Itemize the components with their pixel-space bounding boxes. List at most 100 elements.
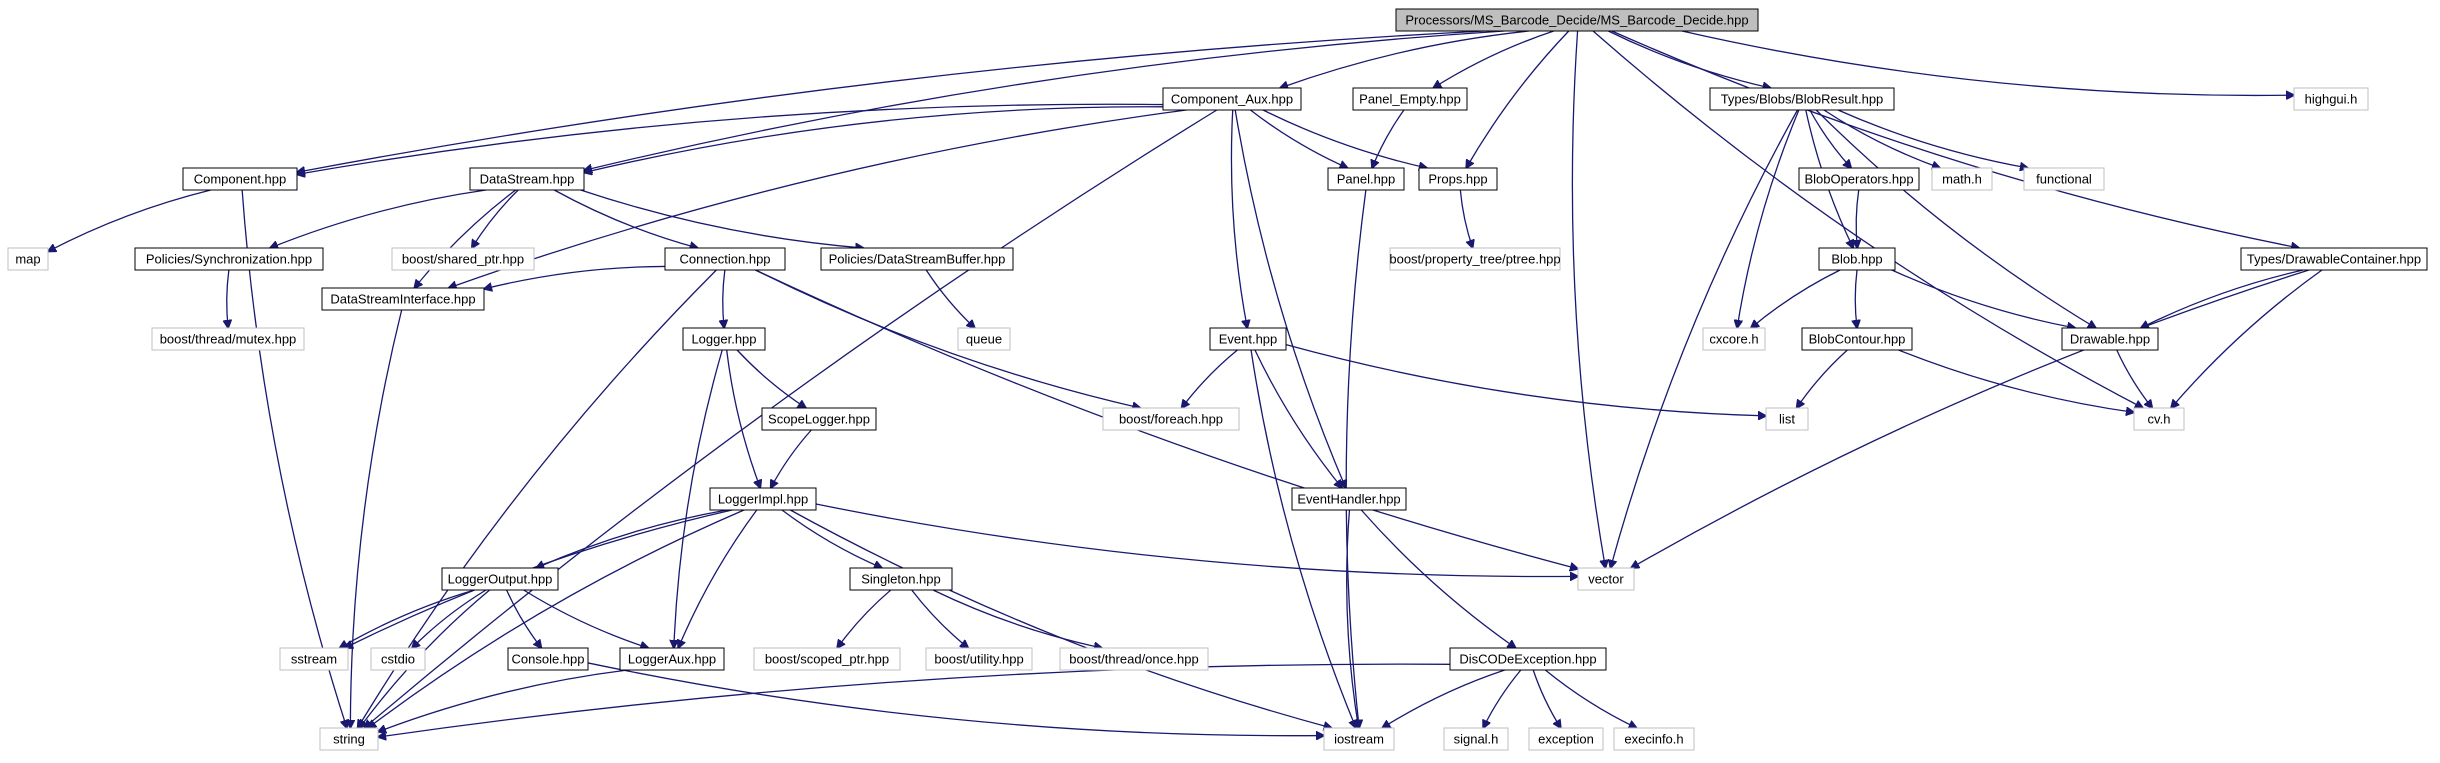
node-box-signal [1443, 727, 1509, 751]
node-label-utility: boost/utility.hpp [934, 652, 1023, 667]
node-label-exception: exception [1538, 732, 1594, 747]
node-box-iostream [1323, 727, 1395, 751]
edge-synchronization-to-mutex [227, 269, 229, 328]
node-scopelogger[interactable]: ScopeLogger.hpp [761, 407, 877, 431]
edge-loggerimpl-to-string [368, 509, 745, 728]
node-box-blobresult [1709, 87, 1895, 111]
node-box-cxcore [1702, 327, 1766, 351]
node-loggeroutput[interactable]: LoggerOutput.hpp [441, 567, 559, 591]
node-component[interactable]: Component.hpp [182, 167, 298, 191]
node-label-iostream: iostream [1334, 732, 1384, 747]
edge-discode-to-signal [1483, 669, 1522, 728]
node-box-bloboperators [1798, 167, 1920, 191]
node-discode[interactable]: DisCODeException.hpp [1449, 647, 1607, 671]
edge-blobcontour-to-cvh [1898, 349, 2134, 412]
node-box-singleton [849, 567, 953, 591]
edge-blobresult-to-functional [1837, 109, 2028, 168]
edge-console-to-iostream [587, 662, 1324, 736]
node-label-bloboperators: BlobOperators.hpp [1804, 172, 1913, 187]
node-label-cxcore: cxcore.h [1709, 332, 1758, 347]
node-root[interactable]: Processors/MS_Barcode_Decide/MS_Barcode_… [1395, 8, 1759, 32]
node-label-foreach: boost/foreach.hpp [1119, 412, 1223, 427]
edge-scopelogger-to-loggerimpl [771, 429, 812, 488]
node-mathh: math.h [1931, 167, 1993, 191]
node-event[interactable]: Event.hpp [1209, 327, 1287, 351]
node-box-utility [925, 647, 1033, 671]
node-component_aux[interactable]: Component_Aux.hpp [1162, 87, 1302, 111]
node-box-string [319, 727, 379, 751]
node-loggeraux[interactable]: LoggerAux.hpp [619, 647, 725, 671]
node-label-sstream: sstream [291, 652, 337, 667]
node-blob[interactable]: Blob.hpp [1818, 247, 1896, 271]
node-label-props: Props.hpp [1428, 172, 1487, 187]
edge-bloboperators-to-blob [1856, 189, 1859, 248]
node-label-functional: functional [2036, 172, 2092, 187]
node-datastream[interactable]: DataStream.hpp [469, 167, 585, 191]
node-ptree: boost/property_tree/ptree.hpp [1389, 247, 1561, 271]
node-panel_empty[interactable]: Panel_Empty.hpp [1352, 87, 1468, 111]
node-dsinterface[interactable]: DataStreamInterface.hpp [321, 287, 485, 311]
edge-eventhandler-to-iostream [1346, 509, 1359, 728]
edge-root-to-drawablecontainer [1611, 30, 2299, 248]
node-box-datastream [469, 167, 585, 191]
node-shared_ptr: boost/shared_ptr.hpp [391, 247, 535, 271]
edge-datastream-to-dsinterface [414, 189, 517, 288]
node-execinfo: execinfo.h [1613, 727, 1695, 751]
node-label-dsbuffer: Policies/DataStreamBuffer.hpp [829, 252, 1006, 267]
node-logger[interactable]: Logger.hpp [682, 327, 766, 351]
edge-connection-to-foreach [755, 269, 1141, 408]
node-box-props [1418, 167, 1498, 191]
node-drawable[interactable]: Drawable.hpp [2061, 327, 2159, 351]
node-label-highgui: highgui.h [2305, 92, 2358, 107]
node-label-datastream: DataStream.hpp [480, 172, 575, 187]
node-label-scopelogger: ScopeLogger.hpp [768, 412, 870, 427]
node-drawablecontainer[interactable]: Types/DrawableContainer.hpp [2240, 247, 2428, 271]
node-label-panel_empty: Panel_Empty.hpp [1359, 92, 1461, 107]
edge-blob-to-cxcore [1751, 269, 1841, 328]
node-box-blobcontour [1801, 327, 1913, 351]
node-box-drawable [2061, 327, 2159, 351]
node-box-map [7, 247, 49, 271]
node-mutex: boost/thread/mutex.hpp [151, 327, 305, 351]
node-signal: signal.h [1443, 727, 1509, 751]
node-loggerimpl[interactable]: LoggerImpl.hpp [709, 487, 817, 511]
node-label-mutex: boost/thread/mutex.hpp [160, 332, 297, 347]
node-box-dsbuffer [820, 247, 1014, 271]
edge-event-to-iostream [1250, 349, 1356, 728]
node-label-singleton: Singleton.hpp [861, 572, 941, 587]
edge-root-to-component_aux [1280, 30, 1530, 88]
node-singleton[interactable]: Singleton.hpp [849, 567, 953, 591]
edge-singleton-to-scoped_ptr [837, 589, 892, 648]
node-box-scopelogger [761, 407, 877, 431]
node-label-component_aux: Component_Aux.hpp [1171, 92, 1293, 107]
edge-loggeroutput-to-loggeraux [523, 589, 649, 648]
node-label-logger: Logger.hpp [691, 332, 756, 347]
edge-discode-to-iostream [1382, 669, 1505, 728]
node-console[interactable]: Console.hpp [507, 647, 589, 671]
edge-drawablecontainer-to-cvh [2171, 269, 2323, 408]
node-blobresult[interactable]: Types/Blobs/BlobResult.hpp [1709, 87, 1895, 111]
node-queue: queue [957, 327, 1011, 351]
edge-loggeroutput-to-console [506, 589, 542, 648]
edge-connection-to-logger [723, 269, 725, 328]
node-synchronization[interactable]: Policies/Synchronization.hpp [134, 247, 324, 271]
node-bloboperators[interactable]: BlobOperators.hpp [1798, 167, 1920, 191]
edge-component-to-map [48, 189, 212, 251]
edge-root-to-highgui [1681, 30, 2294, 95]
node-sstream: sstream [279, 647, 349, 671]
edge-component_aux-to-string [364, 109, 1218, 728]
node-functional: functional [2023, 167, 2105, 191]
node-blobcontour[interactable]: BlobContour.hpp [1801, 327, 1913, 351]
node-eventhandler[interactable]: EventHandler.hpp [1291, 487, 1407, 511]
node-dsbuffer[interactable]: Policies/DataStreamBuffer.hpp [820, 247, 1014, 271]
node-props[interactable]: Props.hpp [1418, 167, 1498, 191]
edge-blob-to-blobcontour [1855, 269, 1857, 328]
node-cvh: cv.h [2133, 407, 2185, 431]
node-label-map: map [15, 252, 40, 267]
node-box-mutex [151, 327, 305, 351]
node-foreach: boost/foreach.hpp [1102, 407, 1240, 431]
node-connection[interactable]: Connection.hpp [664, 247, 786, 271]
edge-component_aux-to-event [1230, 109, 1247, 328]
node-panel[interactable]: Panel.hpp [1327, 167, 1405, 191]
node-utility: boost/utility.hpp [925, 647, 1033, 671]
